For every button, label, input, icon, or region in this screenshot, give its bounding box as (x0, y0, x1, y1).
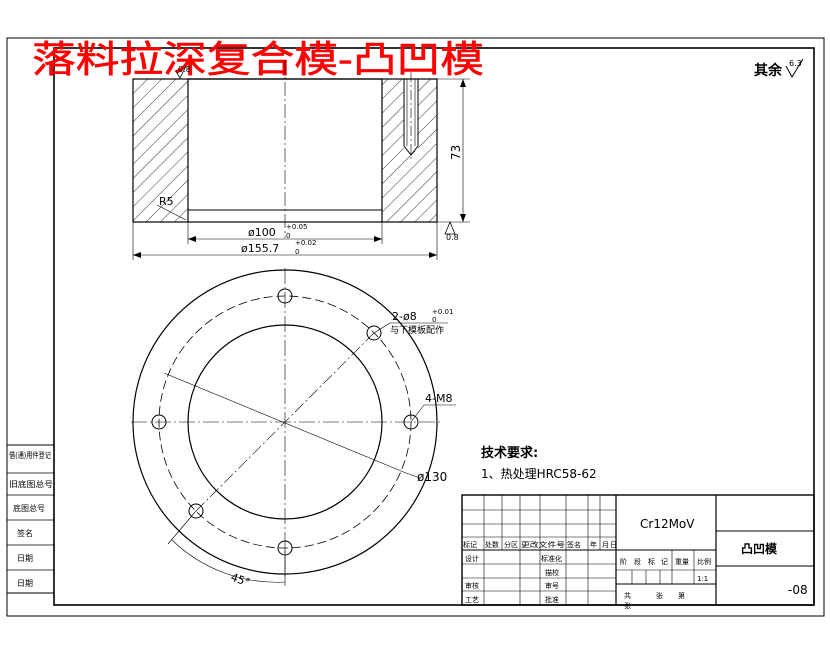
svg-text:记: 记 (661, 558, 668, 566)
svg-text:月: 月 (602, 541, 609, 549)
svg-text:第: 第 (678, 591, 685, 600)
material-label: Cr12MoV (640, 517, 695, 531)
svg-text:0: 0 (432, 316, 436, 324)
svg-text:处数: 处数 (485, 540, 499, 549)
svg-text:6.3: 6.3 (789, 59, 802, 68)
thread-hole-top (277, 288, 293, 304)
pitch-circle-dim: ø130 (417, 470, 447, 484)
outer-dia-dim: ø155.7 (241, 242, 279, 255)
svg-text:分区: 分区 (504, 540, 518, 549)
roughness-symbol-icon (785, 58, 804, 78)
svg-text:张: 张 (656, 591, 663, 600)
svg-text:审号: 审号 (545, 581, 559, 590)
inner-frame (53, 47, 815, 606)
svg-text:年: 年 (590, 540, 597, 549)
pin-hole-lower (188, 503, 204, 519)
svg-text:签名: 签名 (17, 528, 33, 538)
thread-hole-left (151, 414, 167, 430)
svg-text:张: 张 (624, 601, 631, 610)
svg-text:标记: 标记 (463, 540, 477, 549)
svg-text:+0.05: +0.05 (286, 223, 307, 231)
roughness-top: 0.8 (178, 65, 191, 74)
svg-text:1、热处理HRC58-62: 1、热处理HRC58-62 (481, 467, 597, 481)
pin-hole-upper (366, 325, 382, 341)
inner-dia-dim: ø100 (248, 226, 276, 239)
svg-text:借(通)用件登记: 借(通)用件登记 (9, 450, 51, 460)
svg-text:签名: 签名 (567, 540, 581, 549)
tech-requirements: 技术要求: 1、热处理HRC58-62 (481, 445, 597, 481)
svg-text:旧底图总号: 旧底图总号 (9, 479, 53, 489)
drawing-number: -08 (788, 583, 808, 597)
title-block (461, 494, 815, 606)
svg-text:工艺: 工艺 (465, 596, 479, 604)
svg-text:更改文件号: 更改文件号 (521, 540, 565, 549)
svg-text:0: 0 (295, 248, 299, 256)
svg-text:标: 标 (648, 557, 655, 566)
fillet-dim: R5 (159, 195, 174, 208)
title-block-text: Cr12MoV 凸凹模 -08 1:1 标记 处数 分区 更改文件号 签名 年 … (463, 517, 808, 610)
svg-text:技术要求:: 技术要求: (481, 445, 538, 461)
thread-holes-label: 4-M8 (425, 392, 452, 405)
svg-text:日: 日 (610, 541, 617, 549)
outer-frame (6, 37, 825, 617)
svg-text:+0.01: +0.01 (432, 308, 453, 316)
svg-text:其余: 其余 (754, 62, 783, 79)
svg-text:日期: 日期 (17, 579, 33, 588)
svg-text:日期: 日期 (17, 554, 33, 563)
thread-hole-right (403, 414, 419, 430)
svg-text:重量: 重量 (675, 558, 689, 566)
pin-note: 与下模板配作 (390, 324, 444, 336)
svg-text:标准化: 标准化 (541, 554, 562, 563)
angle-dim: 45° (229, 571, 252, 590)
drawing-title: 落料拉深复合模-凸凹模 (32, 38, 484, 81)
height-dim: 73 (449, 145, 463, 160)
svg-text:+0.02: +0.02 (295, 239, 316, 247)
surface-finish-note: 其余 6.3 (754, 58, 804, 79)
scale-value: 1:1 (697, 575, 708, 583)
part-name: 凸凹模 (741, 541, 778, 556)
svg-text:设计: 设计 (465, 554, 479, 563)
svg-text:共: 共 (624, 591, 631, 600)
svg-text:描校: 描校 (545, 568, 559, 577)
svg-text:0: 0 (286, 232, 290, 240)
plan-view: ø130 4-M8 2-ø8 +0.01 0 与下模板配作 45° (131, 268, 456, 589)
svg-text:阶: 阶 (620, 557, 627, 566)
svg-text:段: 段 (634, 557, 641, 566)
svg-text:比例: 比例 (697, 557, 711, 566)
svg-text:审核: 审核 (465, 581, 479, 590)
pin-holes-label: 2-ø8 (392, 310, 417, 323)
svg-text:批准: 批准 (545, 595, 559, 604)
left-strip: 借(通)用件登记 旧底图总号 底图总号 签名 日期 日期 (6, 444, 55, 594)
svg-text:底图总号: 底图总号 (13, 503, 45, 513)
roughness-bottom: 0.8 (446, 233, 459, 242)
section-view: R5 0.8 73 0.8 ø100 +0.05 0 ø155.7 +0.02 … (132, 60, 470, 260)
